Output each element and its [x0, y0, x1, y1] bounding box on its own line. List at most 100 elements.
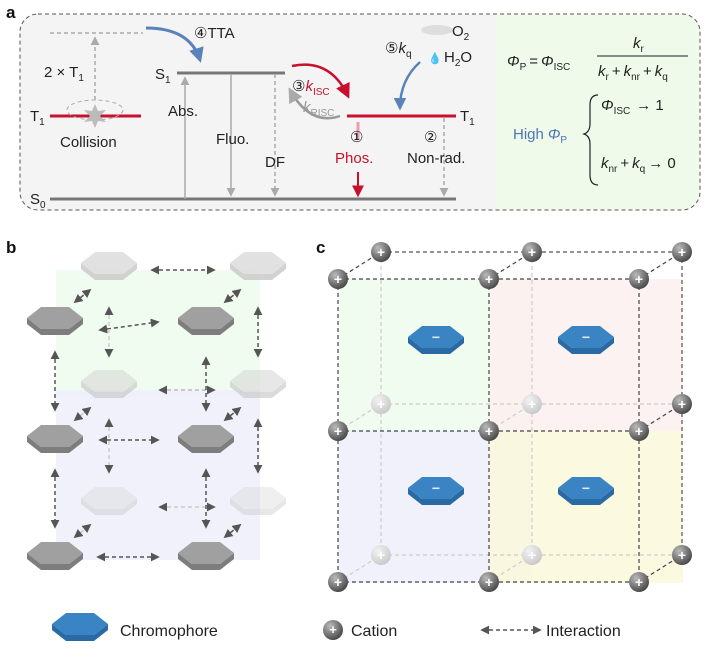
panel-c-ionic-lattice: +++++++++−−−−+++++++++ [328, 242, 692, 592]
gray-chromophore [230, 370, 286, 398]
cation-icon [522, 545, 542, 565]
gray-chromophore [27, 307, 83, 335]
hexagon-top [52, 613, 108, 635]
cation-icon [629, 572, 649, 592]
anion-symbol: − [582, 480, 590, 496]
unit-cell-face [489, 431, 683, 583]
hexagon-top [27, 425, 83, 447]
gray-chromophore [81, 370, 137, 398]
absorption-label: Abs. [168, 103, 198, 120]
hexagon-side [27, 318, 83, 335]
cation-icon [522, 394, 542, 414]
brace [582, 94, 599, 186]
cation-sphere: + [371, 545, 391, 565]
svg-text:kr+knr+kq: kr+knr+kq [598, 63, 668, 83]
panel-label-a: a [6, 3, 16, 22]
hexagon-side [558, 488, 614, 505]
cation-icon [328, 421, 348, 441]
h2o-label: H2O [444, 49, 472, 69]
panel-b-chromophore-lattice [27, 252, 286, 570]
gray-chromophore [178, 307, 234, 335]
anion-symbol: − [582, 329, 590, 345]
cation-icon [672, 545, 692, 565]
hexagon-side [81, 498, 137, 515]
cation-symbol: + [528, 396, 536, 412]
gray-chromophore [230, 487, 286, 515]
legend-chromophore-icon [52, 613, 108, 641]
cation-sphere: + [629, 269, 649, 289]
hexagon-top [558, 477, 614, 499]
isc-arrow [291, 63, 350, 99]
cation-sphere: + [479, 269, 499, 289]
phos-number: ① [350, 129, 363, 146]
cation-icon [479, 269, 499, 289]
cation-icon [328, 572, 348, 592]
blue-chromophore: − [408, 326, 464, 354]
nonrad-number: ② [424, 129, 437, 146]
hexagon-side [27, 436, 83, 453]
legend-cation-icon [323, 620, 343, 640]
cation-sphere: + [371, 394, 391, 414]
interaction-arrow [223, 523, 242, 539]
cation-sphere: + [479, 421, 499, 441]
hexagon-top [230, 252, 286, 274]
t1-label-right: T1 [460, 108, 475, 128]
legend-chromophore-label: Chromophore [120, 623, 218, 640]
isc-label: ③kISC [292, 78, 330, 98]
cation-sphere: + [672, 545, 692, 565]
unit-cell-face [489, 279, 683, 431]
interaction-arrow [73, 288, 92, 304]
oxygen-cloud-icon [421, 25, 453, 35]
hexagon-top [178, 542, 234, 564]
hexagon-side [178, 436, 234, 453]
hexagon-side [178, 553, 234, 570]
collision-star-icon [84, 104, 106, 128]
cation-sphere: + [629, 572, 649, 592]
hexagon-top [178, 307, 234, 329]
cation-symbol: + [485, 423, 493, 439]
cation-icon [371, 394, 391, 414]
gray-chromophore [230, 252, 286, 280]
hexagon-side [81, 381, 137, 398]
gray-chromophore [178, 542, 234, 570]
phosphorescence-label: Phos. [335, 150, 373, 167]
purple-plane [56, 390, 260, 560]
interaction-arrow [73, 523, 92, 539]
df-label: DF [265, 154, 285, 171]
water-drops-icon: 💧 [428, 52, 442, 65]
hexagon-top [27, 542, 83, 564]
anion-symbol: − [432, 329, 440, 345]
cation-icon [479, 421, 499, 441]
hexagon-top [230, 487, 286, 509]
cation-sphere: + [479, 572, 499, 592]
hexagon-top [81, 370, 137, 392]
panel-label-b: b [6, 238, 16, 257]
hexagon-top [230, 370, 286, 392]
legend-interaction-label: Interaction [546, 623, 621, 640]
gray-chromophore [81, 487, 137, 515]
cation-sphere: + [328, 572, 348, 592]
cation-sphere: + [522, 242, 542, 262]
cation-symbol: + [635, 423, 643, 439]
t1-label-left: T1 [30, 108, 45, 128]
gray-chromophore [81, 252, 137, 280]
cation-sphere: + [328, 269, 348, 289]
hexagon-top [81, 252, 137, 274]
svg-text:knr+kq→ 0: knr+kq→ 0 [601, 155, 676, 175]
risc-arrow [288, 87, 341, 120]
cation-sphere: + [522, 394, 542, 414]
cation-icon [479, 572, 499, 592]
anion-symbol: − [432, 480, 440, 496]
cation-symbol: + [377, 396, 385, 412]
cation-symbol: + [334, 271, 342, 287]
cation-icon [672, 242, 692, 262]
cation-symbol: + [485, 574, 493, 590]
svg-text:ΦP=ΦISC: ΦP=ΦISC [507, 53, 570, 73]
hexagon-side [230, 381, 286, 398]
fluorescence-label: Fluo. [216, 131, 249, 148]
gray-chromophore [27, 425, 83, 453]
interaction-arrow [223, 406, 242, 422]
two-t1-label: 2 × T1 [44, 64, 84, 84]
blue-chromophore: − [558, 477, 614, 505]
